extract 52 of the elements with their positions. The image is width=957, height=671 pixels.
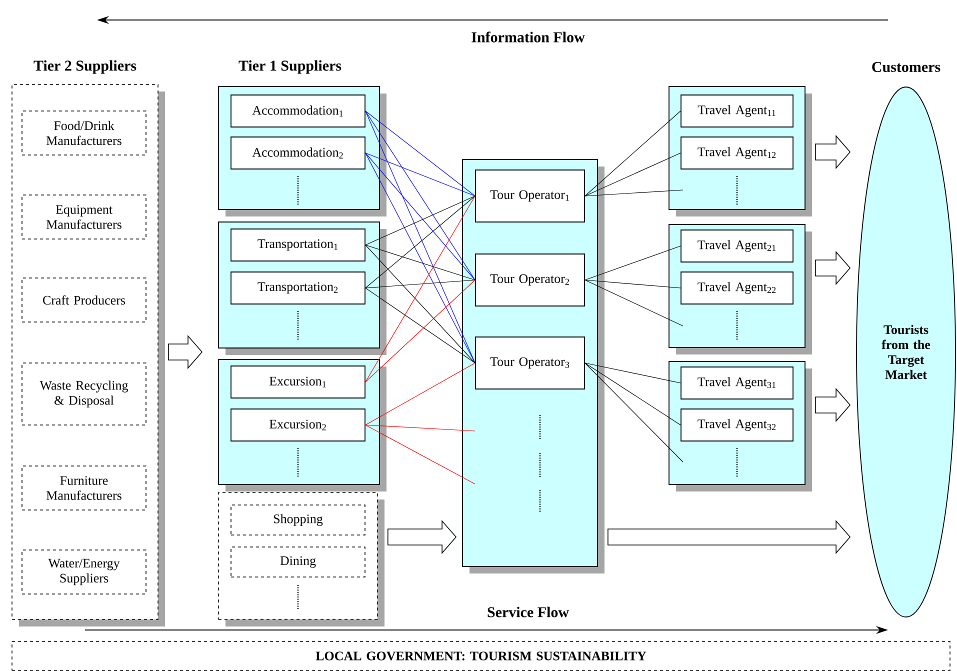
connector-line xyxy=(365,280,476,288)
connector-line xyxy=(584,280,684,326)
connector-line xyxy=(365,196,476,382)
supplier-box: Accommodation$_{1}$ xyxy=(230,94,366,128)
supplier-box: Shopping xyxy=(230,504,366,536)
connector-line xyxy=(584,362,684,462)
connector-line xyxy=(365,244,476,364)
column-heading: Customers xyxy=(872,62,940,72)
travel-agent-box: Travel Agent$_{31}$ xyxy=(680,366,794,400)
connector-line xyxy=(365,110,476,196)
connector-line xyxy=(584,280,681,288)
supplier-box: Dining xyxy=(230,546,366,578)
supplier-box: Accommodation$_{2}$ xyxy=(230,136,366,170)
connector-line xyxy=(584,190,684,196)
supplier-box: Excursion$_{2}$ xyxy=(230,408,366,442)
tour-operator-box: Tour Operator$_{1}$ xyxy=(475,170,585,222)
government-band: LOCAL GOVERNMENT: TOURISM SUSTAINABILITY xyxy=(12,641,950,671)
connector-line xyxy=(365,152,476,280)
connector-line xyxy=(584,110,681,196)
connector-line xyxy=(365,152,476,196)
connector-line xyxy=(365,196,476,288)
connector-line xyxy=(365,244,476,280)
heading-label: Tier 1 Suppliers xyxy=(238,60,342,74)
connector-line xyxy=(365,152,476,364)
travel-agent-box: Travel Agent$_{22}$ xyxy=(680,272,794,304)
supplier-box: Transportation$_{1}$ xyxy=(230,228,366,262)
connector-line xyxy=(365,280,476,382)
connector-line xyxy=(365,424,476,432)
block-arrow xyxy=(815,134,851,170)
column-heading: Tier 2 Suppliers xyxy=(34,60,136,74)
connector-line xyxy=(365,110,476,280)
travel-agent-box: Travel Agent$_{32}$ xyxy=(680,408,794,442)
supplier-box: Transportation$_{2}$ xyxy=(230,272,366,304)
connector-line xyxy=(365,362,476,426)
connector-line xyxy=(365,288,476,364)
supplier-box: Excursion$_{1}$ xyxy=(230,366,366,398)
travel-agent-box: Travel Agent$_{21}$ xyxy=(680,230,794,262)
tour-operator-box: Tour Operator$_{3}$ xyxy=(475,336,585,390)
connector-line xyxy=(365,424,476,484)
tour-operator-box: Tour Operator$_{2}$ xyxy=(475,254,585,306)
block-arrow xyxy=(815,250,851,286)
connector-line xyxy=(584,362,681,426)
heading-label: Service Flow xyxy=(488,606,569,618)
block-arrow xyxy=(815,388,851,422)
block-arrow xyxy=(388,520,457,554)
block-arrow xyxy=(608,520,851,554)
block-arrow xyxy=(168,334,203,370)
connector-line xyxy=(365,110,476,364)
travel-agent-box: Travel Agent$_{11}$ xyxy=(680,94,794,128)
connector-line xyxy=(365,196,476,246)
travel-agent-box: Travel Agent$_{12}$ xyxy=(680,136,794,170)
heading-label: Information Flow xyxy=(472,32,585,42)
